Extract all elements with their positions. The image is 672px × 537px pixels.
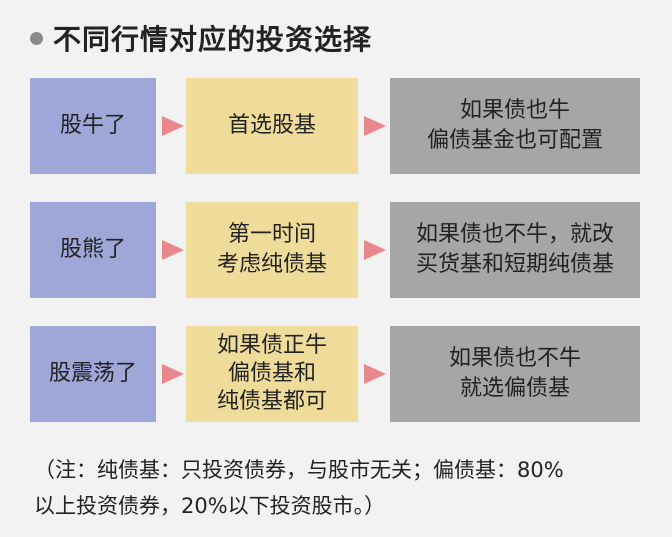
bullet-dot-icon — [30, 31, 43, 45]
row3-alternative-box: 如果债也不牛 就选偏债基 — [390, 326, 640, 422]
row1-arrow2-icon — [364, 116, 386, 136]
row3-alternative-line2: 就选偏债基 — [459, 376, 570, 401]
row3-choice-line3: 纯债基都可 — [216, 389, 327, 414]
row2-alternative-line1: 如果债也不牛，就改 — [415, 222, 614, 247]
row1-alternative-line1: 如果债也牛 — [459, 98, 570, 123]
row2-arrow2-icon — [364, 240, 386, 260]
row1-choice-text: 首选股基 — [227, 113, 316, 138]
row2-arrow1-icon — [162, 240, 184, 260]
diagram-title: 不同行情对应的投资选择 — [30, 14, 372, 62]
row3-arrow2-icon — [364, 364, 386, 384]
row1-market-box: 股牛了 — [30, 78, 156, 174]
row3-arrow1-icon — [162, 364, 184, 384]
row1-choice-box: 首选股基 — [186, 78, 358, 174]
row1-alternative-box: 如果债也牛 偏债基金也可配置 — [390, 78, 640, 174]
row3-alternative-line1: 如果债也不牛 — [448, 346, 581, 371]
row3-choice-line2: 偏债基和 — [227, 361, 316, 386]
row2-market-box: 股熊了 — [30, 202, 156, 298]
row1-market-text: 股牛了 — [59, 113, 126, 138]
row3-choice-line1: 如果债正牛 — [216, 333, 327, 358]
title-text: 不同行情对应的投资选择 — [53, 23, 373, 56]
row1-arrow1-icon — [162, 116, 184, 136]
row1-alternative-line2: 偏债基金也可配置 — [426, 128, 603, 153]
footnote: （注：纯债基：只投资债券，与股市无关；偏债基：80% 以上投资债券，20%以下投… — [34, 452, 654, 524]
row2-market-text: 股熊了 — [59, 237, 126, 262]
row2-choice-line1: 第一时间 — [227, 222, 316, 247]
row2-choice-line2: 考虑纯债基 — [216, 252, 327, 277]
row3-market-text: 股震荡了 — [48, 361, 137, 386]
footnote-line1: （注：纯债基：只投资债券，与股市无关；偏债基：80% — [34, 458, 564, 482]
row2-choice-box: 第一时间 考虑纯债基 — [186, 202, 358, 298]
footnote-line2: 以上投资债券，20%以下投资股市。） — [34, 494, 386, 518]
row3-choice-box: 如果债正牛 偏债基和 纯债基都可 — [186, 326, 358, 422]
row3-market-box: 股震荡了 — [30, 326, 156, 422]
row2-alternative-line2: 买货基和短期纯债基 — [415, 252, 614, 277]
row2-alternative-box: 如果债也不牛，就改 买货基和短期纯债基 — [390, 202, 640, 298]
